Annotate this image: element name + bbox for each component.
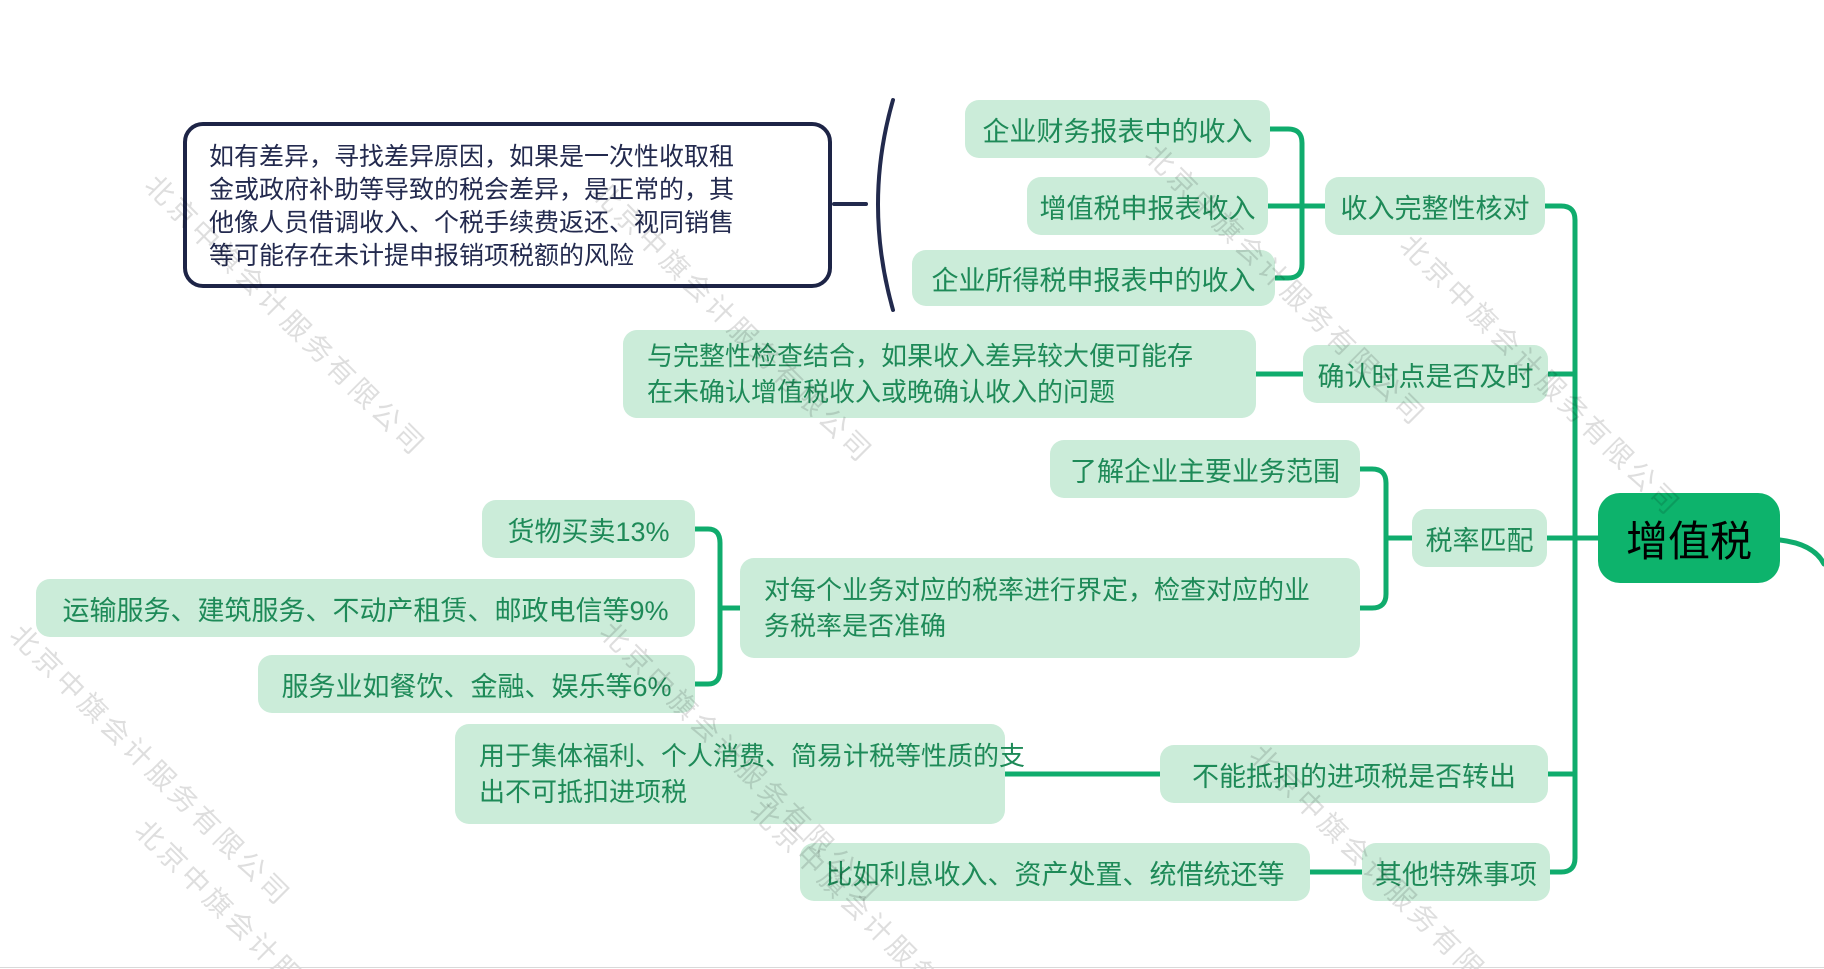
branch-connector: [1357, 466, 1389, 541]
node-vat-return-income[interactable]: 增值税申报表收入: [1027, 177, 1268, 235]
node-services-6[interactable]: 服务业如餐饮、金融、娱乐等6%: [258, 655, 695, 713]
callout-line: 如有差异，寻找差异原因，如果是一次性收取租: [209, 143, 735, 171]
branch-connector: [1267, 126, 1305, 209]
callout-line: 等可能存在未计提申报销项税额的风险: [209, 242, 635, 270]
node-goods-13[interactable]: 货物买卖13%: [482, 500, 695, 558]
node-line: 与完整性检查结合，如果收入差异较大便可能存: [647, 341, 1194, 371]
node-rate-match[interactable]: 税率匹配: [1412, 509, 1547, 567]
node-nondeductible-note[interactable]: 用于集体福利、个人消费、简易计税等性质的支 出不可抵扣进项税: [455, 724, 1025, 824]
summary-bracket: [876, 98, 895, 312]
branch-connector: [1272, 203, 1305, 281]
node-timing-check[interactable]: 确认时点是否及时: [1303, 345, 1548, 403]
node-financial-report-income[interactable]: 企业财务报表中的收入: [965, 100, 1270, 158]
node-services-9[interactable]: 运输服务、建筑服务、不动产租赁、邮政电信等9%: [36, 579, 695, 637]
node-line: 用于集体福利、个人消费、简易计税等性质的支: [479, 741, 1026, 771]
node-input-tax-transfer[interactable]: 不能抵扣的进项税是否转出: [1160, 745, 1548, 803]
node-define-rates[interactable]: 对每个业务对应的税率进行界定，检查对应的业 务税率是否准确: [740, 558, 1360, 658]
node-timing-note[interactable]: 与完整性检查结合，如果收入差异较大便可能存 在未确认增值税收入或晚确认收入的问题: [623, 330, 1256, 418]
node-line: 务税率是否准确: [764, 611, 947, 641]
branch-connector: [692, 526, 723, 611]
node-special-items[interactable]: 其他特殊事项: [1362, 843, 1550, 901]
callout-note[interactable]: 如有差异，寻找差异原因，如果是一次性收取租 金或政府补助等导致的税会差异，是正常…: [183, 122, 832, 288]
root-right-connector: [1777, 537, 1824, 567]
node-special-note[interactable]: 比如利息收入、资产处置、统借统还等: [800, 843, 1310, 901]
callout-line: 金或政府补助等导致的税会差异，是正常的，其: [209, 176, 735, 204]
node-line: 在未确认增值税收入或晚确认收入的问题: [647, 377, 1116, 407]
node-line: 出不可抵扣进项税: [479, 777, 688, 807]
branch-connector: [1357, 535, 1389, 611]
callout-line: 他像人员借调收入、个税手续费返还、视同销售: [209, 209, 735, 237]
node-understand-business[interactable]: 了解企业主要业务范围: [1050, 440, 1360, 498]
branch-connector: [692, 605, 723, 687]
node-income-completeness[interactable]: 收入完整性核对: [1325, 177, 1545, 235]
node-root[interactable]: 增值税: [1598, 493, 1780, 583]
page-bottom-divider: [0, 967, 1824, 968]
node-line: 对每个业务对应的税率进行界定，检查对应的业: [764, 575, 1311, 605]
node-cit-return-income[interactable]: 企业所得税申报表中的收入: [912, 250, 1275, 306]
